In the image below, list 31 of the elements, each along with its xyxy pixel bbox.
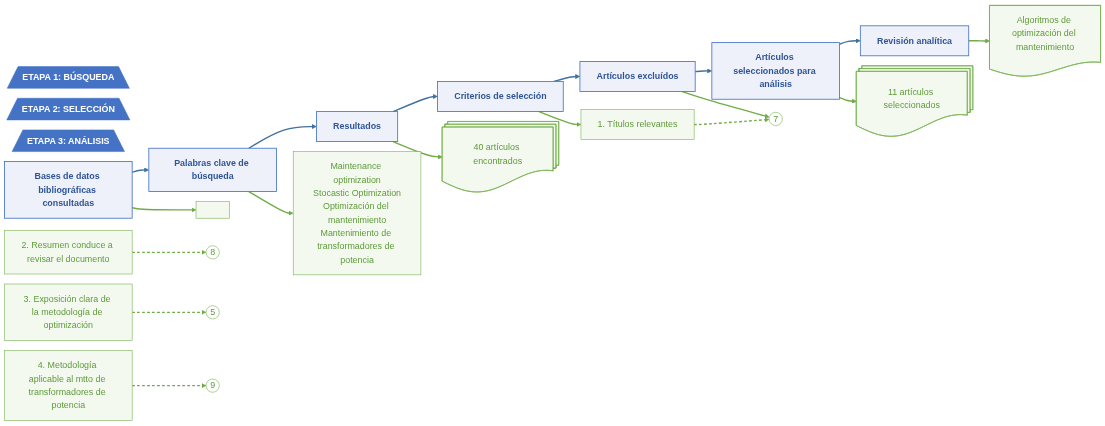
node-box: Criterios de selección bbox=[437, 81, 564, 112]
node-circle: 9 bbox=[205, 378, 220, 393]
node-box: Resultados bbox=[316, 111, 399, 142]
arrow bbox=[392, 140, 443, 160]
node-box bbox=[195, 201, 230, 219]
node-circle: 7 bbox=[768, 112, 783, 126]
node-box: Artículos seleccionados para análisis bbox=[711, 42, 840, 100]
node-box: Bases de datos bibliográficas consultadas bbox=[4, 161, 133, 219]
arrow bbox=[968, 38, 990, 44]
arrow bbox=[131, 383, 207, 389]
node-circle: 5 bbox=[205, 305, 220, 320]
arrow bbox=[838, 96, 857, 104]
node-box: 3. Exposición clara de la metodología de optimización bbox=[4, 283, 133, 341]
arrow bbox=[131, 206, 197, 213]
arrow bbox=[838, 38, 861, 45]
node-box: 1. Títulos relevantes bbox=[580, 109, 695, 140]
arrow bbox=[131, 249, 207, 255]
arrow bbox=[693, 117, 770, 126]
node-box: Maintenance optimization Stocastic Optimization Optimización del mantenimiento Mantenimiento de transformadores de potencia bbox=[292, 151, 422, 276]
node-box: Artículos excluídos bbox=[579, 61, 696, 92]
arrow bbox=[248, 124, 317, 149]
node-circle: 8 bbox=[205, 245, 220, 260]
arrow bbox=[131, 309, 207, 315]
node-box: 2. Resumen conduce a revisar el documento bbox=[4, 230, 133, 275]
node-box: Revisión analítica bbox=[859, 25, 970, 57]
arrow bbox=[392, 94, 438, 113]
arrow bbox=[248, 190, 294, 216]
arrow bbox=[131, 167, 150, 173]
node-box: Palabras clave de búsqueda bbox=[148, 147, 277, 192]
arrow bbox=[694, 68, 713, 74]
node-box: 4. Metodología aplicable al mtto de transformadores de potencia bbox=[4, 350, 133, 421]
